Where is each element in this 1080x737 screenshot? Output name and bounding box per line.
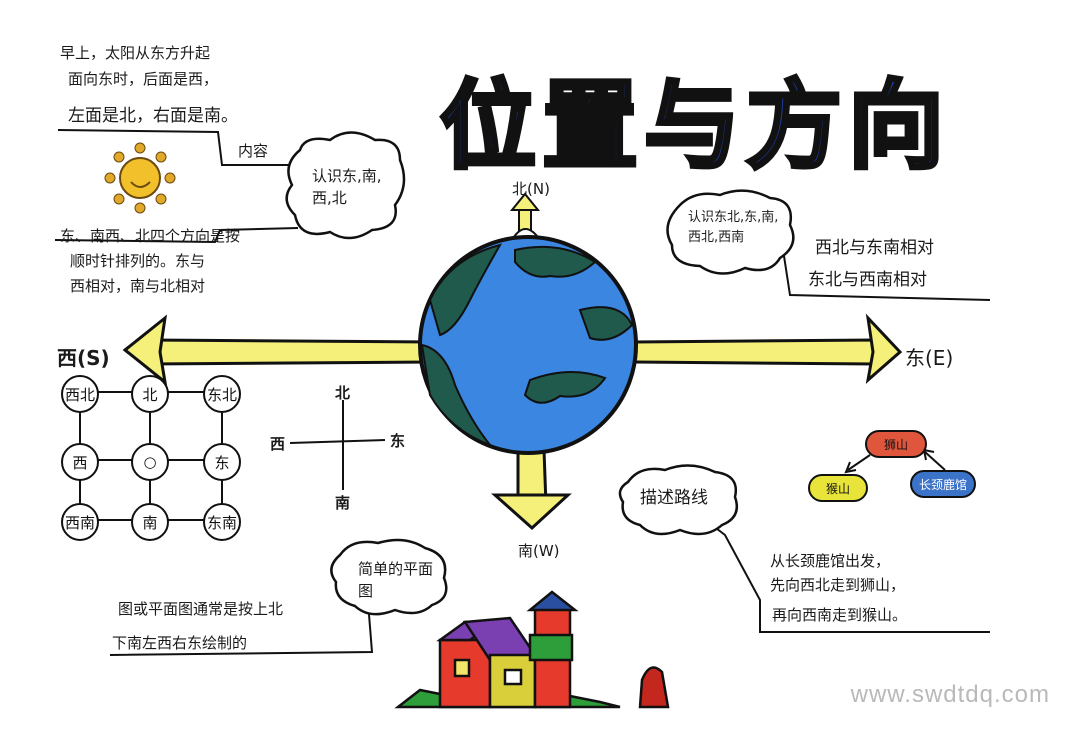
- cross-north: 北: [335, 384, 351, 402]
- north-label: 北(N): [512, 180, 550, 198]
- sun-drawing: [104, 142, 176, 214]
- route-note-2: 先向西北走到狮山，: [770, 576, 906, 594]
- left-note-2: 顺时针排列的。东与: [70, 252, 206, 270]
- bubble-simple-map: 简单的平面图: [358, 560, 434, 600]
- grid-south: 南: [131, 503, 169, 541]
- bubble-recognize-diagonal: 认识东北,东,南,西北,西南: [688, 210, 779, 245]
- cross-east: 东: [390, 432, 406, 450]
- cross-west: 西: [270, 435, 286, 453]
- left-note-1: 东、南西、北四个方向是按: [60, 227, 241, 245]
- south-arrow: [491, 448, 572, 531]
- grid-north: 北: [131, 375, 169, 413]
- route-lion-mountain: 狮山: [865, 430, 927, 458]
- grid-southeast: 东南: [203, 503, 241, 541]
- cross-south: 南: [335, 494, 351, 512]
- globe: [418, 235, 638, 455]
- bottom-note-1: 图或平面图通常是按上北: [118, 600, 284, 618]
- grid-center: ○: [131, 443, 169, 481]
- bubble-recognize-four: 认识东,南,西,北: [312, 167, 382, 207]
- grid-northwest: 西北: [61, 375, 99, 413]
- content-tag: 内容: [238, 142, 269, 160]
- right-note-1: 西北与东南相对: [815, 238, 934, 258]
- top-left-note-3: 左面是北，右面是南。: [68, 106, 238, 126]
- cross-lines: [289, 400, 386, 490]
- route-note-1: 从长颈鹿馆出发，: [770, 552, 891, 570]
- grid-west: 西: [61, 443, 99, 481]
- top-left-note-1: 早上，太阳从东方升起: [60, 44, 211, 62]
- west-label: 西(S): [57, 346, 110, 370]
- route-note-3: 再向西南走到猴山。: [772, 606, 908, 624]
- left-note-3: 西相对，南与北相对: [70, 277, 206, 295]
- connector-lines: [54, 129, 991, 656]
- bottom-note-2: 下南左西右东绘制的: [112, 634, 248, 652]
- grid-east: 东: [203, 443, 241, 481]
- watermark: www.swdtdq.com: [850, 681, 1050, 708]
- east-label: 东(E): [905, 346, 954, 370]
- bubble-route: 描述路线: [640, 488, 708, 508]
- page-title: 位置与方向: [438, 68, 950, 184]
- route-giraffe-hall: 长颈鹿馆: [910, 470, 976, 498]
- west-arrow: [122, 314, 432, 386]
- houses-drawing: [394, 590, 670, 709]
- top-left-note-2: 面向东时，后面是西，: [68, 70, 219, 88]
- grid-northeast: 东北: [203, 375, 241, 413]
- bubbles: [285, 131, 795, 616]
- north-arrow: [509, 192, 542, 241]
- east-arrow: [628, 313, 903, 384]
- route-monkey-mountain: 猴山: [808, 474, 868, 502]
- south-label: 南(W): [518, 542, 560, 560]
- right-note-2: 东北与西南相对: [808, 270, 927, 290]
- grid-southwest: 西南: [61, 503, 99, 541]
